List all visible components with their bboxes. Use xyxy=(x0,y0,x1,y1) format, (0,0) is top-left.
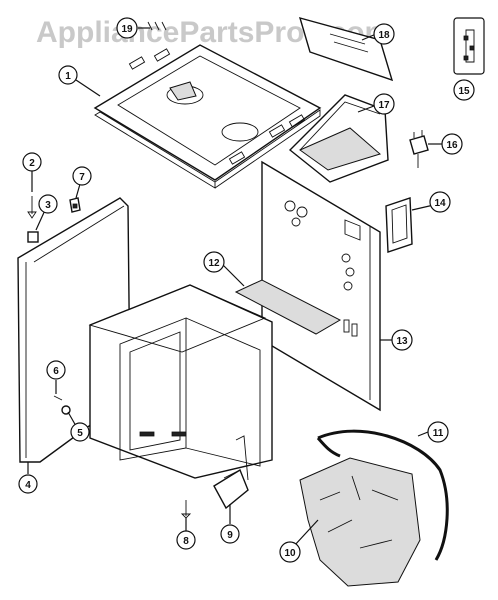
part-cooktop-pan xyxy=(93,44,322,189)
part-screw-2 xyxy=(27,196,37,219)
svg-text:19: 19 xyxy=(121,24,133,35)
svg-text:4: 4 xyxy=(25,480,31,491)
svg-text:3: 3 xyxy=(45,200,51,211)
callout-13: 13 xyxy=(391,329,413,351)
callout-10: 10 xyxy=(279,541,301,563)
callout-2: 2 xyxy=(22,152,42,172)
part-clip-7 xyxy=(69,197,81,213)
svg-text:11: 11 xyxy=(433,428,444,439)
callout-18: 18 xyxy=(373,23,395,45)
callout-8: 8 xyxy=(176,530,196,550)
callout-16: 16 xyxy=(441,133,463,155)
callout-6: 6 xyxy=(46,360,66,380)
callout-19: 19 xyxy=(116,17,138,39)
svg-text:9: 9 xyxy=(227,530,233,541)
svg-text:5: 5 xyxy=(77,428,83,439)
part-clip-19 xyxy=(147,21,167,31)
part-hinge-bracket xyxy=(213,435,249,510)
callout-7: 7 xyxy=(72,166,92,186)
svg-text:16: 16 xyxy=(446,140,458,151)
svg-text:2: 2 xyxy=(29,158,35,169)
svg-text:15: 15 xyxy=(458,86,470,97)
svg-text:17: 17 xyxy=(378,100,390,111)
svg-text:6: 6 xyxy=(53,366,59,377)
part-vent-panel xyxy=(298,16,394,82)
callout-5: 5 xyxy=(70,422,90,442)
svg-text:1: 1 xyxy=(65,71,71,82)
svg-text:7: 7 xyxy=(79,172,85,183)
part-back-panel xyxy=(261,160,381,412)
callout-4: 4 xyxy=(18,474,38,494)
svg-text:14: 14 xyxy=(434,198,446,209)
callout-15: 15 xyxy=(453,79,475,101)
callout-11: 11 xyxy=(427,421,449,443)
part-vent-duct xyxy=(288,94,389,183)
svg-text:13: 13 xyxy=(396,336,408,347)
svg-text:18: 18 xyxy=(378,30,390,41)
part-door-gasket xyxy=(316,429,449,561)
part-screw-8 xyxy=(180,500,192,519)
part-power-cord xyxy=(409,130,429,168)
part-nut-3 xyxy=(27,231,39,243)
callout-17: 17 xyxy=(373,93,395,115)
callout-12: 12 xyxy=(203,251,225,273)
part-junction-box xyxy=(385,197,413,253)
part-oven-cavity xyxy=(88,284,273,479)
part-screw-6 xyxy=(53,395,63,401)
svg-text:10: 10 xyxy=(284,548,296,559)
svg-text:12: 12 xyxy=(208,258,220,269)
part-insulation-panel xyxy=(234,279,342,335)
callout-9: 9 xyxy=(220,524,240,544)
callout-3: 3 xyxy=(38,194,58,214)
svg-text:8: 8 xyxy=(183,536,189,547)
part-bracket-15 xyxy=(453,17,485,75)
callout-14: 14 xyxy=(429,191,451,213)
callout-1: 1 xyxy=(58,65,78,85)
part-insulation-blanket xyxy=(299,457,421,587)
leader-lines xyxy=(27,27,442,547)
